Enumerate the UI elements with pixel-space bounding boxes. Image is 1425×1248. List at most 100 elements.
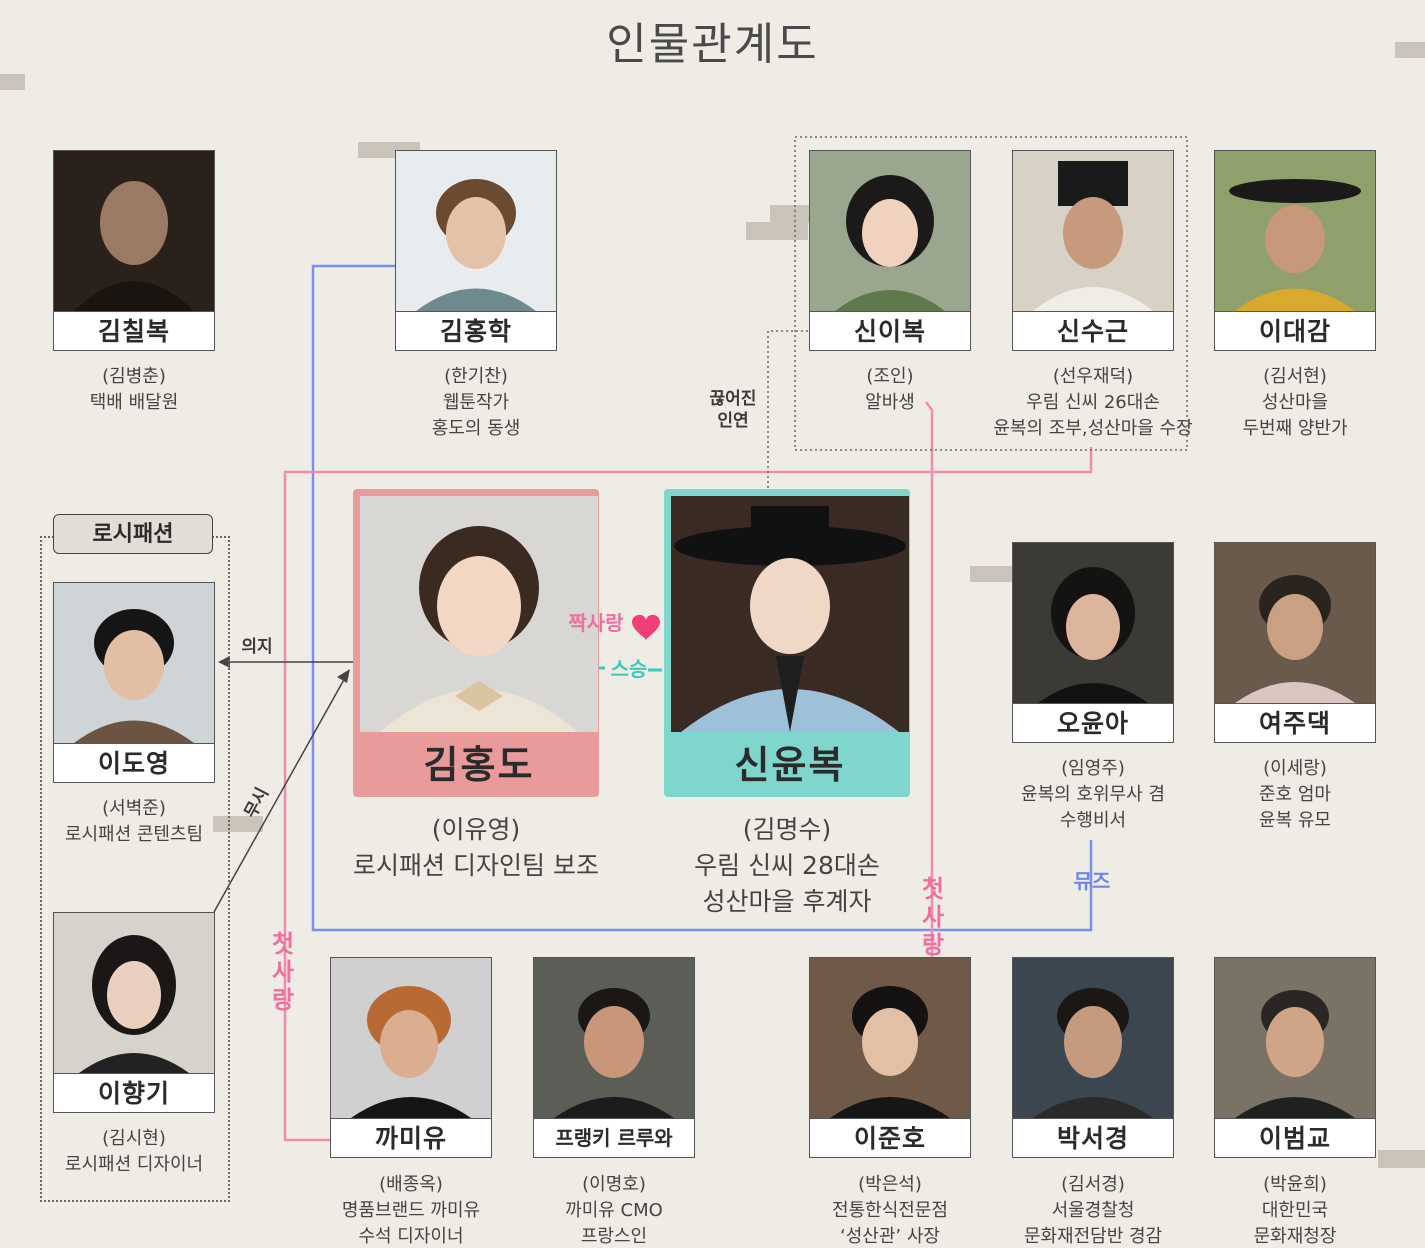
deco-strip	[0, 74, 25, 90]
role-desc: 윤복의 조부,성산마을 수장	[993, 418, 1193, 439]
portrait-photo	[1013, 958, 1173, 1118]
crush-label: 짝사랑	[568, 611, 624, 635]
page-title: 인물관계도	[606, 19, 819, 70]
first-love-char: 랑	[271, 986, 295, 1014]
character-info: (김서현) 성산마을 두번째 양반가	[1175, 364, 1415, 442]
character-name: 이범교	[1215, 1118, 1375, 1157]
portrait-photo	[1215, 958, 1375, 1118]
character-name: 김칠복	[54, 311, 214, 350]
role-desc: 서울경찰청	[1051, 1200, 1135, 1221]
main-info-kim-hongdo: (이유영) 로시패션 디자인팀 보조	[316, 812, 636, 884]
character-name: 프랭키 르루와	[534, 1118, 694, 1157]
character-card-yeojudaek[interactable]: 여주댁	[1214, 542, 1376, 743]
role-desc: 까미유 CMO	[565, 1200, 663, 1221]
actor-name: (박윤희)	[1263, 1174, 1327, 1195]
first-love-char: 랑	[921, 931, 945, 959]
role-desc: 택배 배달원	[89, 392, 179, 413]
character-card-lee-junho[interactable]: 이준호	[809, 957, 971, 1158]
actor-name: (박은석)	[858, 1174, 922, 1195]
portrait-photo	[396, 151, 556, 311]
deco-strip	[1378, 1150, 1425, 1168]
character-card-park-seokyung[interactable]: 박서경	[1012, 957, 1174, 1158]
first-love-char: 첫	[921, 875, 945, 903]
portrait-photo	[534, 958, 694, 1118]
role-desc: 윤복 유모	[1259, 810, 1331, 831]
main-card-shin-yunbok[interactable]: 신윤복	[664, 489, 910, 797]
actor-name: (이유영)	[431, 815, 521, 844]
role-desc: 준호 엄마	[1259, 784, 1331, 805]
portrait-photo	[360, 496, 598, 732]
first-love-label-right: 첫 사 랑	[918, 875, 948, 959]
character-card-shin-sugeun[interactable]: 신수근	[1012, 150, 1174, 351]
character-info: (선우재덕) 우림 신씨 26대손 윤복의 조부,성산마을 수장	[943, 364, 1243, 442]
actor-name: (이명호)	[582, 1174, 646, 1195]
role-desc: 문화재전담반 경감	[1023, 1226, 1163, 1247]
deco-strip	[213, 816, 263, 832]
deco-strip	[770, 205, 810, 223]
portrait-photo	[331, 958, 491, 1118]
broken-bond-label: 끊어진 인연	[709, 389, 757, 431]
heart-shape	[632, 614, 660, 640]
character-name: 김홍학	[396, 311, 556, 350]
character-card-lee-daegam[interactable]: 이대감	[1214, 150, 1376, 351]
character-card-camille[interactable]: 까미유	[330, 957, 492, 1158]
character-info: (이명호) 까미유 CMO 프랑스인	[494, 1172, 734, 1248]
role-desc: 수행비서	[1059, 810, 1127, 831]
character-info: (이세랑) 준호 엄마 윤복 유모	[1175, 756, 1415, 834]
character-info: (박은석) 전통한식전문점 ‘성산관’ 사장	[770, 1172, 1010, 1248]
rossi-fashion-badge: 로시패션	[53, 514, 213, 554]
character-card-oh-yuna[interactable]: 오윤아	[1012, 542, 1174, 743]
portrait-photo	[810, 958, 970, 1118]
role-desc: ‘성산관’ 사장	[840, 1226, 940, 1247]
role-desc: 대한민국	[1261, 1200, 1329, 1221]
pink-first-love-line-left	[283, 447, 1093, 1142]
character-name: 이도영	[54, 743, 214, 782]
first-love-char: 사	[271, 958, 295, 986]
character-card-franky-leroux[interactable]: 프랭키 르루와	[533, 957, 695, 1158]
character-name: 이대감	[1215, 311, 1375, 350]
role-desc: 수석 디자이너	[358, 1226, 464, 1247]
character-card-kim-chilbok[interactable]: 김칠복	[53, 150, 215, 351]
character-card-lee-beomgyo[interactable]: 이범교	[1214, 957, 1376, 1158]
portrait-photo	[671, 496, 909, 732]
character-name: 김홍도	[423, 743, 535, 787]
portrait-photo	[54, 583, 214, 743]
character-card-lee-hyanggi[interactable]: 이향기	[53, 912, 215, 1113]
rely-label: 의지	[241, 637, 273, 657]
role-desc: 성산마을 후계자	[702, 887, 872, 916]
actor-name: (김시현)	[102, 1128, 166, 1149]
actor-name: (한기찬)	[444, 366, 508, 387]
actor-name: (선우재덕)	[1052, 366, 1134, 387]
deco-strip	[1395, 42, 1425, 58]
ignore-arrowhead	[337, 669, 350, 683]
portrait-photo	[810, 151, 970, 311]
rely-arrowhead	[218, 656, 230, 668]
character-card-shin-ibok[interactable]: 신이복	[809, 150, 971, 351]
portrait-photo	[1013, 543, 1173, 703]
role-desc: 문화재청장	[1253, 1226, 1337, 1247]
muse-label: 뮤즈	[1073, 869, 1111, 893]
portrait-photo	[54, 913, 214, 1073]
character-info: (김병춘) 택배 배달원	[14, 364, 254, 416]
character-name: 이준호	[810, 1118, 970, 1157]
character-name: 신윤복	[734, 743, 846, 787]
character-card-kim-honghak[interactable]: 김홍학	[395, 150, 557, 351]
character-info: (조인) 알바생	[770, 364, 1010, 416]
character-card-lee-doyoung[interactable]: 이도영	[53, 582, 215, 783]
mentor-label: 스승	[610, 657, 648, 681]
first-love-char: 사	[921, 903, 945, 931]
shin-family-box	[794, 136, 1188, 451]
actor-name: (김명수)	[742, 815, 832, 844]
first-love-char: 첫	[271, 930, 295, 958]
character-name: 박서경	[1013, 1118, 1173, 1157]
actor-name: (임영주)	[1061, 758, 1125, 779]
actor-name: (조인)	[866, 366, 914, 387]
actor-name: (김서경)	[1061, 1174, 1125, 1195]
role-desc: 로시패션 디자인팀 보조	[353, 851, 599, 880]
actor-name: (배종옥)	[379, 1174, 443, 1195]
role-desc: 명품브랜드 까미유	[341, 1200, 481, 1221]
main-card-kim-hongdo[interactable]: 김홍도	[353, 489, 599, 797]
role-desc: 윤복의 호위무사 겸	[1021, 784, 1165, 805]
deco-strip	[970, 566, 1012, 582]
